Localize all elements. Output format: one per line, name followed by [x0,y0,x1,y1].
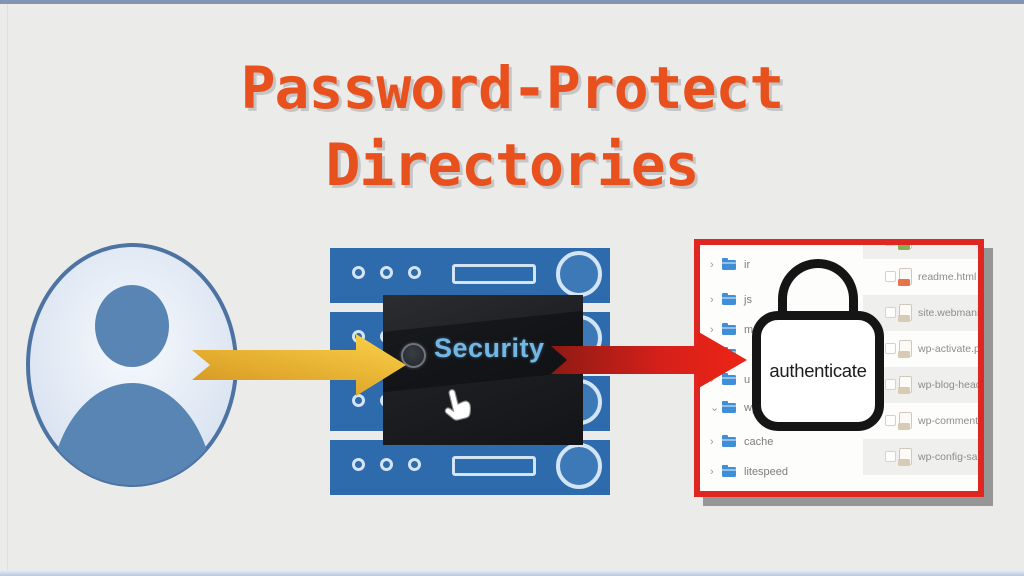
file-type-badge [898,279,910,286]
file-type-badge [898,245,910,250]
top-edge [0,0,1024,4]
file-row: wp-activate.php [863,331,978,367]
avatar-head [95,285,169,367]
security-menu-label: Security [434,333,545,363]
folder-name: js [744,294,752,306]
folder-icon [722,401,736,413]
chevron-right-icon: › [710,465,714,478]
checkbox-icon [885,415,896,426]
file-row: site.webmanifest [863,295,978,331]
file-icon [898,340,912,358]
left-edge [7,4,8,570]
folder-icon [722,373,736,385]
tree-row: › litespeed [710,462,788,482]
chevron-right-icon: › [710,323,714,336]
drive-ring-icon [380,458,393,471]
file-name: wp-comments-po [918,415,978,427]
file-row: wp-comments-po [863,403,978,439]
server-to-files-arrow [551,331,747,389]
folder-name: ir [744,259,751,271]
drive-slot [452,264,536,284]
folder-icon [722,435,736,447]
drive-ring-icon [352,266,365,279]
user-to-server-arrow [192,334,406,396]
file-type-badge [898,387,910,394]
chevron-down-icon: ⌄ [710,401,720,414]
server-dial [556,251,602,297]
file-name: wp-activate.php [918,343,978,355]
server-row [330,440,610,495]
drive-slot [452,456,536,476]
file-icon [898,376,912,394]
padlock-shackle [778,259,858,337]
folder-icon [722,323,736,335]
tree-row: › js [710,290,752,310]
drive-ring-icon [408,458,421,471]
security-screenshot: Security [383,295,583,445]
folder-icon [722,293,736,305]
file-type-badge [898,459,910,466]
file-row: license.txt [863,245,978,259]
folder-name: m [744,324,754,336]
checkbox-icon [885,271,896,282]
folder-icon [722,465,736,477]
file-name: license.txt [918,245,965,259]
server-row [330,248,610,303]
drive-ring-icon [408,266,421,279]
file-name: readme.html [918,271,977,283]
file-row: readme.html [863,259,978,295]
tree-row: › ir [710,255,750,275]
padlock-body: authenticate [752,311,884,431]
file-icon [898,245,912,250]
tree-row: ⌄ wp [710,398,758,418]
file-name: wp-blog-header.ph [918,379,978,391]
title-line-2: Directories [325,131,699,200]
padlock: authenticate [752,259,884,431]
file-icon [898,412,912,430]
hand-cursor-icon [444,389,471,421]
title-line-1: Password-Protect [240,54,785,122]
file-row: wp-config-sample [863,439,978,475]
file-manager-panel: license.txt readme.html site.webmanifest… [694,239,984,497]
page-title: Password-Protect Directories [0,50,1024,204]
folder-name: u [744,374,751,386]
file-name: wp-config-sample [918,451,978,463]
security-plugin-icon [401,343,426,368]
chevron-right-icon: › [710,293,714,306]
file-manager-screenshot: license.txt readme.html site.webmanifest… [700,245,978,491]
checkbox-icon [885,307,896,318]
checkbox-icon [885,379,896,390]
folder-icon [722,258,736,270]
authenticate-label: authenticate [769,360,867,381]
checkbox-icon [885,451,896,462]
tree-row: › cache [710,432,773,452]
folder-name: litespeed [744,466,789,478]
folder-name: cache [744,436,774,448]
drive-ring-icon [352,394,365,407]
file-name: site.webmanifest [918,307,978,319]
chevron-right-icon: › [710,258,714,271]
file-type-badge [898,351,910,358]
tree-row: › m [710,320,753,340]
drive-ring-icon [380,266,393,279]
drive-ring-icon [352,458,365,471]
bottom-edge [0,570,1024,576]
file-icon [898,268,912,286]
file-icon [898,448,912,466]
checkbox-icon [885,343,896,354]
server-dial [556,443,602,489]
file-type-badge [898,423,910,430]
file-type-badge [898,315,910,322]
chevron-right-icon: › [710,435,714,448]
user-avatar [26,243,238,487]
avatar-body [50,383,214,485]
file-icon [898,304,912,322]
checkbox-icon [885,245,896,246]
